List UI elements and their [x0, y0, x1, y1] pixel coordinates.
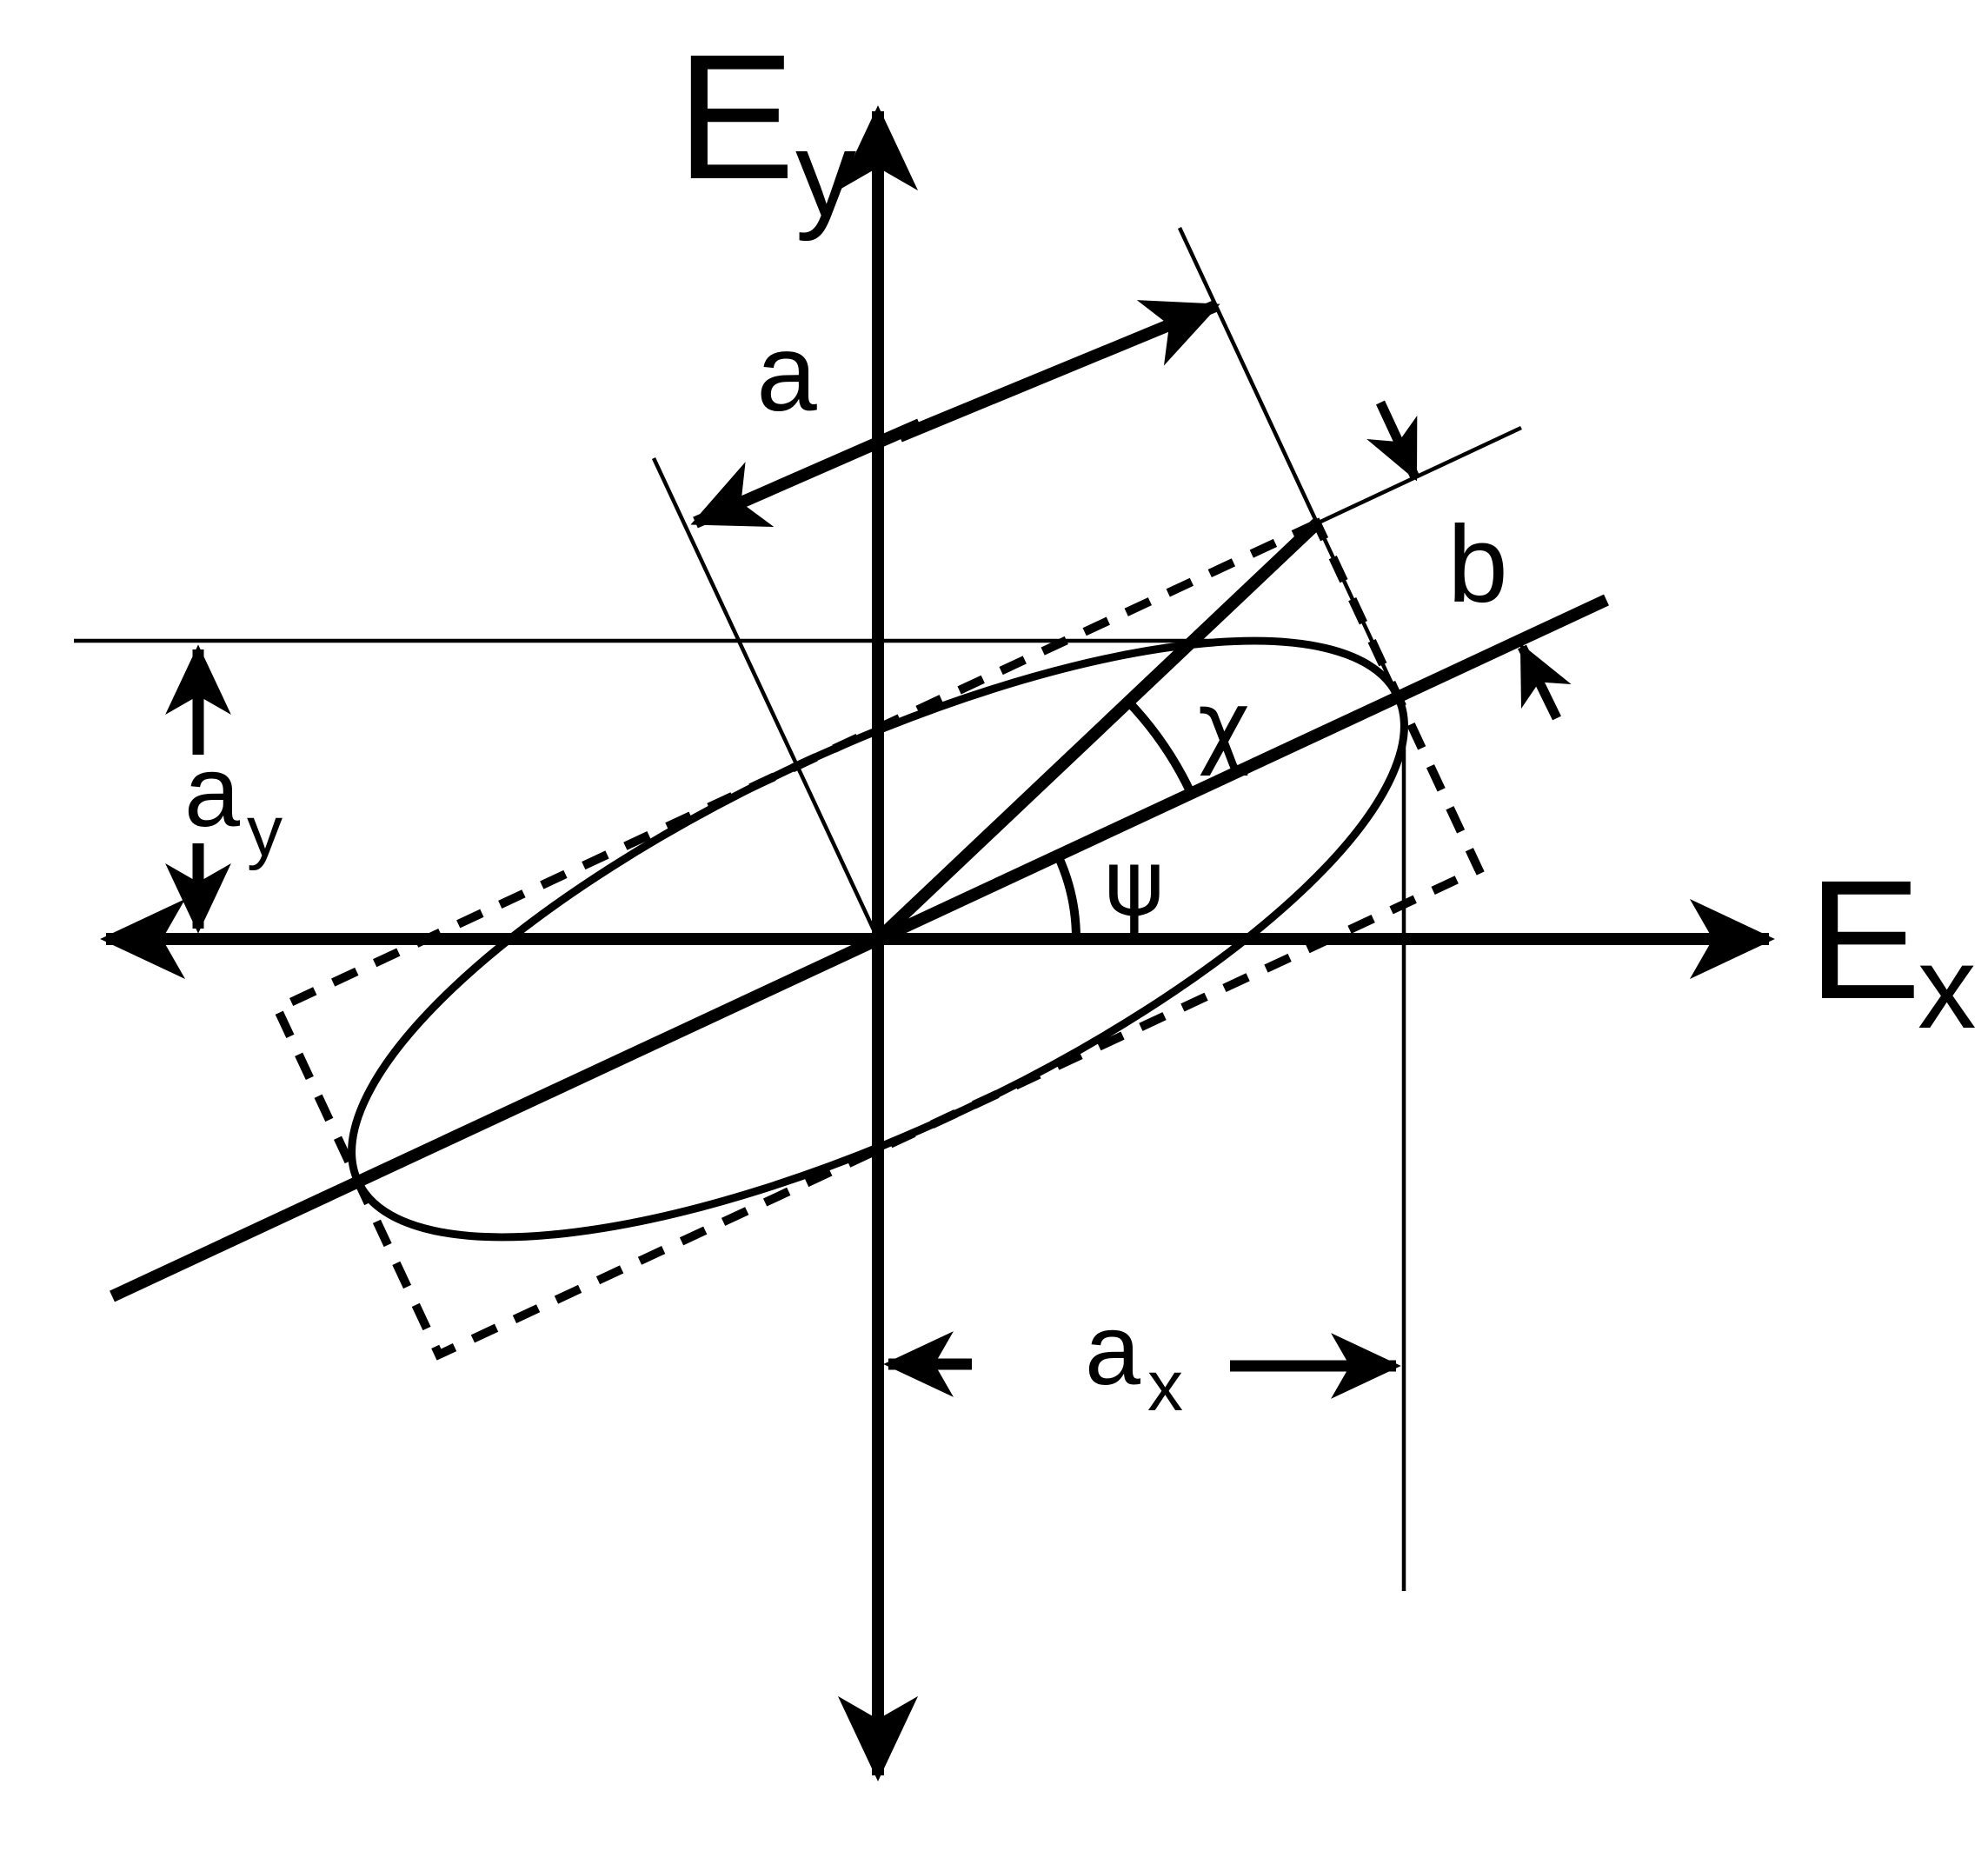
ellipticity-angle-label: χ	[1198, 672, 1251, 778]
chi-angle-arc	[1125, 698, 1195, 796]
a-dimension-arrow-left	[690, 418, 922, 529]
ey-axis-label-subscript: y	[795, 105, 856, 242]
major-axis-line	[110, 594, 1609, 1302]
b-dimension-arrow-lower	[1518, 643, 1572, 721]
dimension-arrows	[165, 300, 1572, 1399]
ay-dimension-label-subscript: y	[247, 792, 283, 871]
ex-axis-label-subscript: x	[1918, 922, 1977, 1053]
ay-dimension-label: a	[184, 736, 240, 848]
b-dimension-arrow-upper	[1366, 400, 1420, 482]
semi-major-axis-label: a	[756, 313, 817, 434]
corner-diagonal-line	[874, 518, 1321, 944]
dashed-bounding-rectangle	[271, 517, 1485, 1361]
semi-minor-axis-label: b	[1447, 504, 1508, 625]
a-dimension-arrow-right	[897, 300, 1220, 443]
ex-axis-label: E	[1808, 845, 1921, 1035]
perpendicular-guide-through-center	[651, 457, 881, 940]
ey-axis-label: E	[676, 17, 795, 216]
orientation-angle-label: ψ	[1104, 830, 1164, 936]
ax-dimension-label-subscript: x	[1147, 1347, 1183, 1426]
psi-angle-arc	[1054, 853, 1081, 940]
ax-dimension-label: a	[1085, 1295, 1140, 1406]
rectangle-top-edge-extension-line	[1316, 425, 1522, 526]
labels: E y E x a b a y a x χ ψ	[184, 17, 1977, 1426]
